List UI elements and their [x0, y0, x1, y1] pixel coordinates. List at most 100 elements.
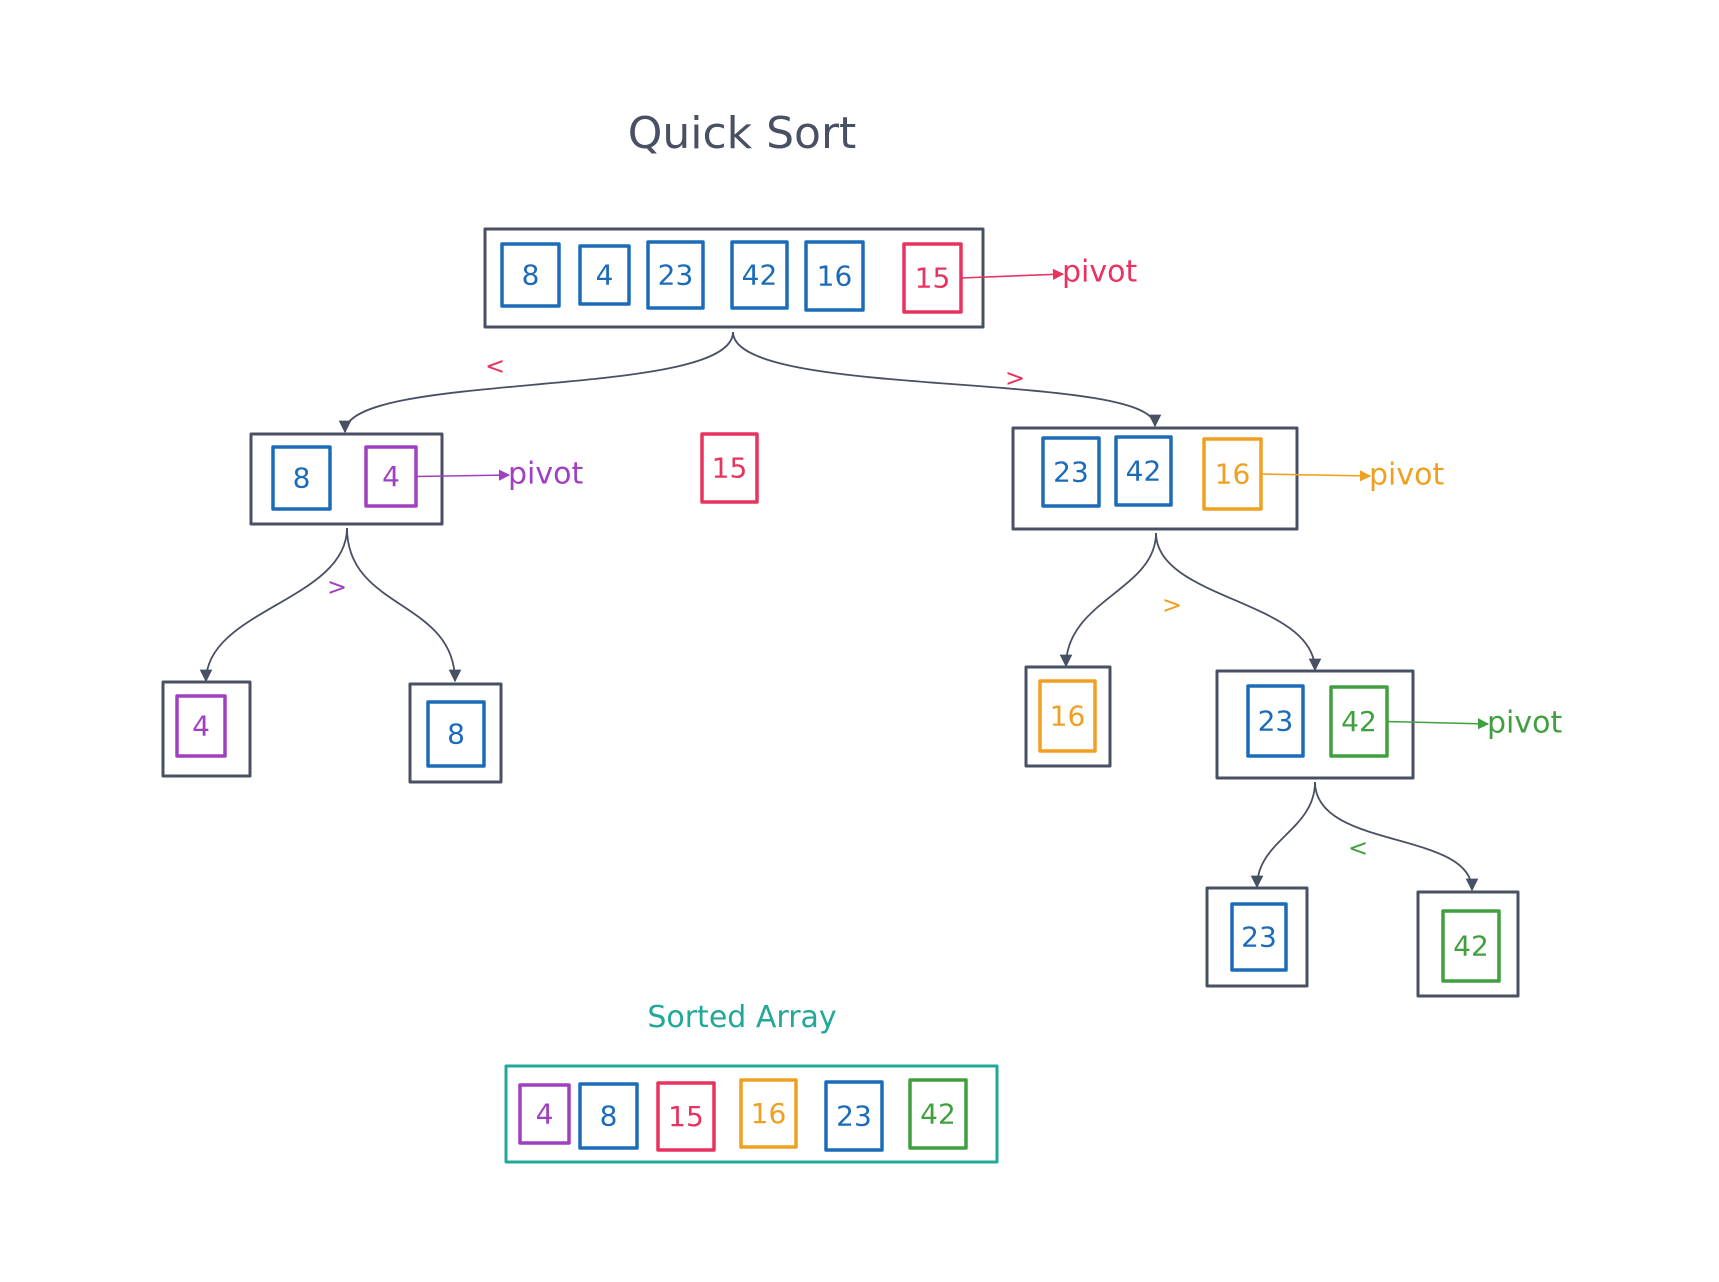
array-right: 23 42 16 pivot — [1011, 426, 1444, 531]
edge-label-right-to-leaf-16: > — [1162, 591, 1182, 619]
edge-right-sub-to-leaf-23 — [1250, 781, 1316, 889]
edge-root-to-right — [732, 331, 1162, 428]
cell-value: 42 — [1126, 455, 1162, 488]
cell-frame — [1041, 436, 1101, 508]
cell-frame — [271, 445, 332, 511]
cell-frame — [175, 694, 227, 758]
array-cell: 23 — [646, 240, 705, 310]
array-cell: 8 — [426, 700, 486, 768]
cell-frame — [518, 1083, 571, 1145]
cell-frame — [1114, 435, 1173, 507]
array-cell: 23 — [1230, 902, 1288, 972]
array-frame-leaf-23 — [1205, 886, 1309, 988]
array-cell: 15 — [700, 432, 759, 504]
cell-frame — [700, 432, 759, 504]
edge-right-to-right-sub — [1155, 532, 1322, 672]
cell-value: 15 — [668, 1100, 704, 1133]
array-cell: 8 — [578, 1082, 639, 1150]
cell-frame — [730, 240, 789, 310]
cell-frame — [1246, 684, 1305, 758]
array-cell: 16 — [1038, 679, 1097, 753]
cell-frame — [804, 240, 865, 312]
cell-frame — [908, 1078, 968, 1150]
cell-frame — [1230, 902, 1288, 972]
array-cell: 23 — [824, 1080, 884, 1152]
cell-value: 8 — [447, 718, 465, 751]
edge-label-left-to-leaf-4: > — [327, 573, 347, 601]
array-frame-leaf-4 — [161, 680, 252, 778]
cell-frame — [578, 1082, 639, 1150]
sorted-array-label: Sorted Array — [647, 1000, 836, 1035]
cell-value: 15 — [712, 452, 748, 485]
array-frame-right — [1011, 426, 1299, 531]
cell-frame — [1441, 909, 1501, 983]
cell-value: 23 — [1241, 921, 1277, 954]
array-frame-leaf-16 — [1024, 665, 1112, 768]
edge-right-to-leaf-16 — [1059, 532, 1157, 668]
edge-right-sub-to-leaf-42 — [1314, 781, 1479, 892]
array-cell: 23 — [1041, 436, 1101, 508]
array-cell: 16 — [1202, 437, 1263, 511]
diagram-title: Quick Sort — [628, 108, 857, 159]
edge-root-to-left — [338, 331, 734, 434]
cell-value: 4 — [192, 710, 210, 743]
pivot-label-root: pivot — [1062, 255, 1137, 290]
cell-value: 4 — [382, 460, 400, 493]
cell-value: 15 — [915, 262, 951, 295]
array-leaf-23: 23 — [1205, 886, 1309, 988]
cell-value: 4 — [596, 259, 614, 292]
edge-label-root-to-right: > — [1005, 364, 1025, 392]
cell-frame — [500, 242, 561, 308]
cell-value: 8 — [293, 462, 311, 495]
pivot-arrow-root — [960, 268, 1065, 280]
cell-value: 16 — [817, 260, 853, 293]
edges-layer: <>>>< — [199, 331, 1479, 892]
array-leaf-16: 16 — [1024, 665, 1112, 768]
cell-frame — [824, 1080, 884, 1152]
cell-value: 8 — [600, 1100, 618, 1133]
edge-left-to-leaf-4 — [199, 527, 348, 683]
cell-value: 23 — [1258, 705, 1294, 738]
array-frame-root — [483, 227, 985, 329]
array-cell: 4 — [518, 1083, 571, 1145]
pivot-arrow-right — [1260, 470, 1372, 482]
cell-frame — [426, 700, 486, 768]
cell-value: 4 — [536, 1098, 554, 1131]
pivot-label-right: pivot — [1369, 458, 1444, 493]
array-leaf-42: 42 — [1416, 890, 1520, 998]
pivot-label-right-sub: pivot — [1487, 706, 1562, 741]
array-cell: 8 — [500, 242, 561, 308]
array-cell: 4 — [578, 244, 631, 306]
cell-frame — [1038, 679, 1097, 753]
array-cell: 16 — [739, 1078, 798, 1149]
array-frame-sorted — [504, 1064, 999, 1164]
edge-left-to-leaf-8 — [346, 527, 462, 683]
array-cell: 42 — [1441, 909, 1501, 983]
array-frame-right-sub — [1215, 669, 1415, 780]
array-cell: 4 — [364, 445, 418, 508]
pivot-label-left: pivot — [508, 457, 583, 492]
cell-frame — [739, 1078, 798, 1149]
array-left: 8 4 pivot — [249, 432, 583, 526]
cell-value: 23 — [836, 1100, 872, 1133]
cell-frame — [656, 1081, 716, 1152]
array-frame-leaf-8 — [408, 682, 503, 784]
array-cell: 15 — [902, 242, 963, 314]
array-frame-leaf-42 — [1416, 890, 1520, 998]
edge-label-root-to-left: < — [485, 352, 505, 380]
array-frame-left — [249, 432, 444, 526]
array-placed-15: 15 — [700, 432, 759, 504]
array-cell: 4 — [175, 694, 227, 758]
cell-value: 42 — [1453, 930, 1489, 963]
array-leaf-8: 8 — [408, 682, 503, 784]
array-cell: 16 — [804, 240, 865, 312]
cell-value: 16 — [751, 1097, 787, 1130]
cell-value: 42 — [920, 1098, 956, 1131]
array-leaf-4: 4 — [161, 680, 252, 778]
cell-value: 16 — [1050, 700, 1086, 733]
array-cell: 15 — [656, 1081, 716, 1152]
cell-value: 23 — [658, 259, 694, 292]
